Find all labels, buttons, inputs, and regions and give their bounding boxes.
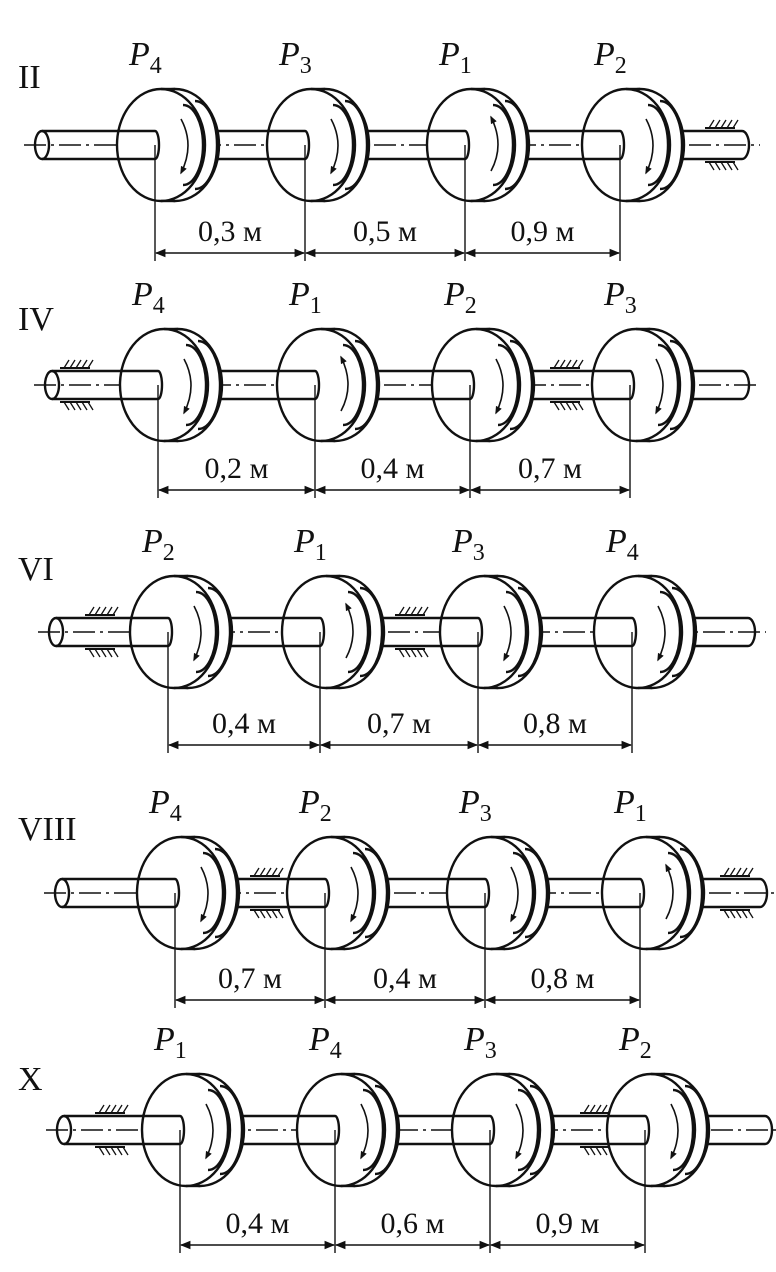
- dimension-value: 0,3 м: [198, 215, 262, 248]
- dimension-value: 0,7 м: [518, 452, 582, 485]
- pulley-label: P3: [458, 784, 492, 827]
- pulley-label: P3: [451, 523, 485, 566]
- dimension-value: 0,6 м: [381, 1207, 445, 1240]
- pulley-label: P1: [438, 36, 472, 79]
- rotation-arrow-icon: [345, 602, 354, 659]
- rotation-arrow-icon: [645, 118, 654, 175]
- diagram-label: IV: [18, 301, 54, 338]
- rotation-arrow-icon: [350, 866, 359, 923]
- dimension-value: 0,2 м: [205, 452, 269, 485]
- pulley-disc: [590, 327, 696, 443]
- dimension-value: 0,4 м: [361, 452, 425, 485]
- pulley-label: P2: [141, 523, 175, 566]
- pulley-disc: [438, 574, 544, 690]
- rotation-arrow-icon: [360, 1103, 369, 1160]
- pulley-label: P1: [288, 276, 322, 319]
- pulley-label: P4: [131, 276, 165, 319]
- bearing-support: [60, 359, 94, 411]
- rotation-arrow-icon: [200, 866, 209, 923]
- pulley-disc: [118, 327, 224, 443]
- rotation-arrow-icon: [183, 358, 192, 415]
- pulley-disc: [592, 574, 698, 690]
- bearing-support: [705, 119, 739, 171]
- pulley-disc: [128, 574, 234, 690]
- dimension-value: 0,9 м: [536, 1207, 600, 1240]
- pulley-label: P2: [618, 1021, 652, 1064]
- rotation-arrow-icon: [510, 866, 519, 923]
- pulley-label: P3: [463, 1021, 497, 1064]
- shaft-diagram-vi: VI P2 P1 P3 P4 0,4 м 0,7 м 0,8 м: [18, 523, 766, 753]
- rotation-arrow-icon: [515, 1103, 524, 1160]
- pulley-disc: [600, 835, 706, 951]
- shaft-diagram-viii: VIII P4 P2 P3 P1 0,7 м 0,4 м 0,8 м: [18, 784, 776, 1008]
- pulley-disc: [115, 87, 221, 203]
- dimension-value: 0,8 м: [531, 962, 595, 995]
- rotation-arrow-icon: [490, 115, 499, 172]
- pulley-label: P1: [293, 523, 327, 566]
- pulley-disc: [445, 835, 551, 951]
- pulley-label: P2: [593, 36, 627, 79]
- dimension-value: 0,8 м: [523, 707, 587, 740]
- rotation-arrow-icon: [657, 605, 666, 662]
- rotation-arrow-icon: [193, 605, 202, 662]
- pulley-disc: [605, 1072, 711, 1188]
- pulley-disc: [580, 87, 686, 203]
- dimension-value: 0,4 м: [373, 962, 437, 995]
- bearing-support: [550, 359, 584, 411]
- diagram-label: II: [18, 59, 41, 96]
- bearing-support: [720, 867, 754, 919]
- pulley-label: P2: [298, 784, 332, 827]
- dimension-value: 0,4 м: [226, 1207, 290, 1240]
- pulley-disc: [285, 835, 391, 951]
- rotation-arrow-icon: [330, 118, 339, 175]
- pulley-label: P4: [128, 36, 162, 79]
- diagram-label: X: [18, 1061, 43, 1098]
- rotation-arrow-icon: [495, 358, 504, 415]
- rotation-arrow-icon: [503, 605, 512, 662]
- pulley-disc: [430, 327, 536, 443]
- shaft-diagram-x: X P1 P4 P3 P2 0,4 м 0,6 м 0,9 м: [18, 1021, 776, 1253]
- shaft-diagram-ii: II P4 P3 P1 P2 0,3 м 0,5 м 0,9 м: [18, 36, 760, 261]
- dimension-value: 0,7 м: [367, 707, 431, 740]
- pulley-label: P1: [153, 1021, 187, 1064]
- pulley-label: P1: [613, 784, 647, 827]
- pulley-label: P3: [278, 36, 312, 79]
- rotation-arrow-icon: [205, 1103, 214, 1160]
- dimension-value: 0,5 м: [353, 215, 417, 248]
- dimension-value: 0,7 м: [218, 962, 282, 995]
- pulley-label: P2: [443, 276, 477, 319]
- pulley-disc: [140, 1072, 246, 1188]
- bearing-support: [250, 867, 284, 919]
- pulley-disc: [275, 327, 381, 443]
- pulley-disc: [280, 574, 386, 690]
- pulley-disc: [135, 835, 241, 951]
- bearing-support: [395, 606, 429, 658]
- bearing-support: [85, 606, 119, 658]
- rotation-arrow-icon: [655, 358, 664, 415]
- dimension-value: 0,4 м: [212, 707, 276, 740]
- pulley-disc: [265, 87, 371, 203]
- rotation-arrow-icon: [665, 863, 674, 920]
- rotation-arrow-icon: [340, 355, 349, 412]
- rotation-arrow-icon: [670, 1103, 679, 1160]
- pulley-label: P4: [308, 1021, 342, 1064]
- diagram-label: VIII: [18, 811, 77, 848]
- pulley-disc: [425, 87, 531, 203]
- bearing-support: [95, 1104, 129, 1156]
- dimension-value: 0,9 м: [511, 215, 575, 248]
- pulley-label: P3: [603, 276, 637, 319]
- diagram-label: VI: [18, 551, 54, 588]
- pulley-label: P4: [148, 784, 182, 827]
- pulley-disc: [450, 1072, 556, 1188]
- pulley-disc: [295, 1072, 401, 1188]
- shaft-diagram-iv: IV P4 P1 P2 P3 0,2 м 0,4 м 0,7 м: [18, 276, 760, 498]
- rotation-arrow-icon: [180, 118, 189, 175]
- pulley-label: P4: [605, 523, 639, 566]
